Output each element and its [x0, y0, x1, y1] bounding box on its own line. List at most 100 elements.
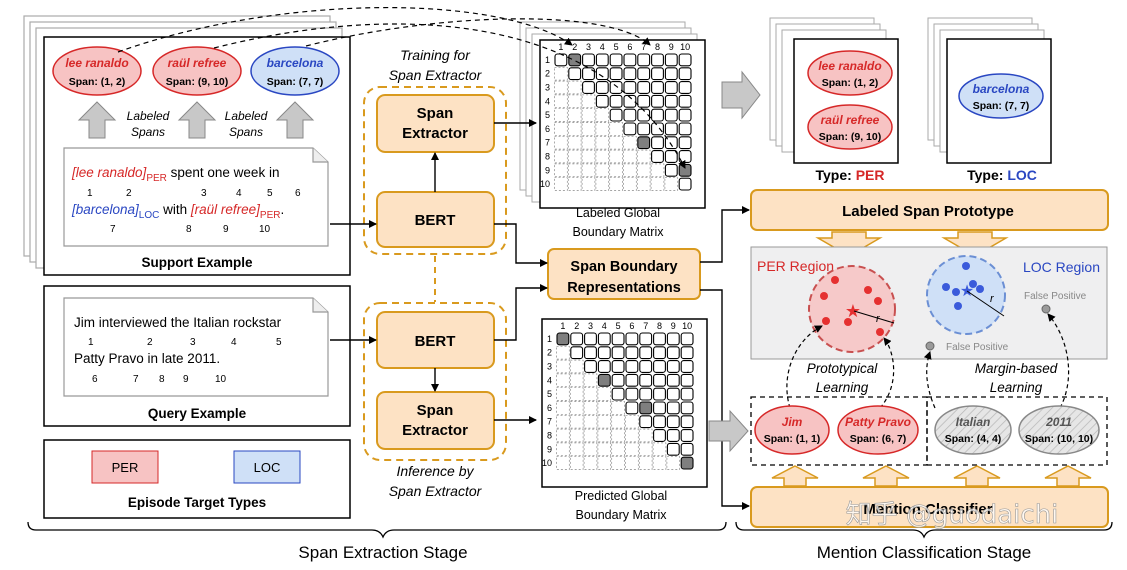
matrix-empty-cell [597, 387, 612, 401]
svg-text:PER: PER [112, 460, 139, 475]
matrix-empty-cell [567, 108, 582, 122]
matrix-empty-cell [609, 149, 623, 164]
matrix-cell [595, 67, 609, 81]
matrix-cell [680, 415, 694, 429]
svg-text:Learning: Learning [816, 380, 869, 395]
matrix-empty-cell [554, 122, 568, 136]
matrix-cell [637, 67, 651, 81]
matrix-cell [666, 401, 680, 415]
matrix-empty-cell [554, 149, 568, 164]
svg-text:Patty Pravo: Patty Pravo [845, 415, 911, 429]
matrix-col-index: 1 [560, 321, 565, 331]
up-arrow-icon [771, 465, 1092, 487]
matrix-empty-cell [597, 428, 612, 443]
matrix-empty-cell [609, 122, 623, 136]
matrix-empty-cell [623, 135, 637, 150]
matrix-row-index: 10 [540, 179, 550, 189]
svg-text:Inference by: Inference by [396, 463, 474, 479]
matrix-col-index: 8 [657, 321, 662, 331]
matrix-cell [666, 346, 680, 360]
matrix-empty-cell [595, 135, 610, 150]
matrix-empty-cell [581, 108, 596, 122]
matrix-cell [625, 401, 639, 415]
matrix-empty-cell [636, 163, 651, 178]
labeled-spans-label: Labeled [127, 109, 170, 123]
matrix-cell [611, 387, 625, 401]
svg-text:LOC: LOC [254, 460, 281, 475]
matrix-cell [666, 360, 680, 373]
embedding-space-panel: PER Region LOC Region ★ r ★ r False Posi… [750, 246, 1108, 360]
matrix-empty-cell [650, 177, 665, 191]
matrix-cell [680, 346, 694, 360]
loc-prototype-star-icon: ★ [960, 281, 974, 300]
matrix-cell [625, 360, 639, 373]
matrix-cell [611, 360, 625, 373]
support-span-raul-refree: raül refree Span: (9, 10) [152, 46, 242, 96]
labeled-spans-label: Labeled [225, 109, 268, 123]
matrix-cell [651, 108, 664, 122]
matrix-cell [651, 81, 664, 94]
svg-text:Representations: Representations [567, 280, 681, 296]
matrix-cell [554, 53, 568, 67]
matrix-cell [651, 53, 664, 67]
matrix-cell [582, 53, 595, 67]
svg-text:Boundary Matrix: Boundary Matrix [572, 225, 664, 239]
matrix-cell [595, 81, 609, 94]
matrix-empty-cell [597, 456, 612, 470]
matrix-span-cell [556, 332, 570, 346]
svg-text:Span: (4, 4): Span: (4, 4) [945, 433, 1002, 445]
matrix-cell [639, 373, 653, 387]
training-span-extractor-box [376, 94, 495, 153]
per-type-chip [91, 450, 159, 484]
matrix-cell [666, 415, 680, 429]
matrix-cell [653, 332, 666, 346]
matrix-empty-cell [623, 149, 637, 164]
matrix-row-index: 6 [547, 403, 552, 413]
matrix-cell [623, 94, 637, 108]
matrix-empty-cell [581, 94, 596, 109]
svg-text:4: 4 [231, 337, 237, 348]
per-region-label: PER Region [757, 258, 834, 274]
svg-text:BERT: BERT [415, 212, 456, 229]
svg-text:8: 8 [159, 374, 165, 385]
matrix-cell [584, 346, 597, 360]
matrix-col-index: 5 [614, 42, 619, 52]
per-region-circle [808, 265, 896, 353]
svg-text:Extractor: Extractor [402, 422, 468, 439]
matrix-cell [680, 442, 694, 456]
matrix-empty-cell [625, 442, 639, 457]
svg-text:Span: Span [417, 402, 454, 419]
matrix-empty-cell [583, 442, 598, 457]
matrix-col-index: 1 [558, 42, 563, 52]
matrix-empty-cell [567, 80, 582, 95]
matrix-cell [664, 108, 678, 122]
svg-text:Span Extractor: Span Extractor [389, 483, 483, 499]
support-example-panel: lee ranaldo Span: (1, 2) raül refree Spa… [23, 15, 351, 276]
matrix-empty-cell [625, 414, 639, 429]
query-mentions-panel: Jim Span: (1, 1) Patty Pravo Span: (6, 7… [750, 396, 1108, 466]
matrix-empty-cell [583, 401, 598, 415]
matrix-cell [680, 360, 694, 373]
matrix-empty-cell [638, 456, 653, 470]
matrix-row-index: 3 [545, 83, 550, 93]
document-icon [63, 147, 329, 247]
matrix-empty-cell [595, 177, 610, 191]
matrix-empty-cell [567, 135, 582, 150]
matrix-empty-cell [595, 108, 610, 122]
matrix-empty-cell [609, 177, 623, 191]
matrix-col-index: 7 [641, 42, 646, 52]
matrix-cell [666, 332, 680, 346]
svg-text:Type: LOC: Type: LOC [967, 167, 1037, 183]
matrix-row-index: 1 [545, 55, 550, 65]
matrix-cell [653, 360, 666, 373]
matrix-cell [666, 442, 680, 456]
matrix-cell [625, 387, 639, 401]
matrix-empty-cell [569, 456, 584, 470]
svg-text:6: 6 [92, 374, 98, 385]
matrix-empty-cell [583, 414, 598, 429]
matrix-empty-cell [554, 177, 568, 191]
matrix-row-index: 2 [545, 69, 550, 79]
matrix-cell [678, 94, 692, 108]
matrix-col-index: 10 [682, 321, 692, 331]
